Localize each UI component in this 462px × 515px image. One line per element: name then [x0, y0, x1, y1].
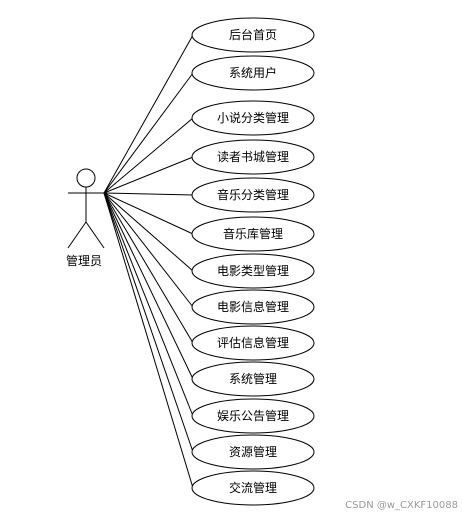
- use-case: 后台首页: [191, 17, 315, 53]
- use-case: 娱乐公告管理: [191, 398, 315, 434]
- use-case: 系统用户: [191, 55, 315, 91]
- association-lines: [103, 34, 194, 489]
- use-case: 评估信息管理: [191, 325, 315, 361]
- actor-stick-figure: 管理员: [66, 168, 105, 268]
- use-case-label: 娱乐公告管理: [217, 408, 289, 423]
- use-case-label: 读者书城管理: [217, 149, 289, 164]
- use-case-label: 音乐库管理: [223, 226, 283, 241]
- use-case-label: 后台首页: [229, 27, 277, 42]
- use-case-label: 系统用户: [229, 65, 277, 80]
- use-case-ellipse: [191, 55, 315, 91]
- association-line: [103, 192, 194, 344]
- association-line: [103, 34, 194, 194]
- use-case: 电影类型管理: [191, 253, 315, 289]
- use-case-ellipse: [191, 100, 315, 136]
- use-case: 音乐分类管理: [191, 177, 315, 213]
- use-case-label: 系统管理: [229, 371, 277, 386]
- actor-left-leg: [67, 221, 87, 249]
- use-case: 电影信息管理: [191, 289, 315, 325]
- association-line: [103, 117, 194, 194]
- use-case-label: 电影信息管理: [217, 299, 289, 314]
- use-case: 音乐库管理: [191, 216, 315, 252]
- association-line: [103, 192, 194, 272]
- use-case-label: 音乐分类管理: [217, 187, 289, 202]
- watermark: CSDN @w_CXKF10088: [345, 500, 458, 511]
- use-case: 系统管理: [191, 361, 315, 397]
- use-case: 交流管理: [191, 470, 315, 506]
- use-case: 小说分类管理: [191, 100, 315, 136]
- use-case-ellipse: [191, 216, 315, 252]
- actor-head: [76, 168, 96, 188]
- use-case-ellipse: [191, 253, 315, 289]
- use-case-ellipse: [191, 139, 315, 175]
- use-case: 资源管理: [191, 434, 315, 470]
- use-case-label: 评估信息管理: [217, 335, 289, 350]
- association-line: [103, 156, 194, 194]
- use-case-label: 交流管理: [229, 480, 277, 495]
- association-line: [103, 192, 194, 417]
- use-case-ellipse: [191, 177, 315, 213]
- association-line: [103, 192, 194, 235]
- use-case-label: 小说分类管理: [217, 110, 289, 125]
- use-case-label: 资源管理: [229, 444, 277, 459]
- association-line: [103, 192, 194, 453]
- use-case-ellipse: [191, 17, 315, 53]
- use-case-label: 电影类型管理: [217, 263, 289, 278]
- use-case-ellipse: [191, 361, 315, 397]
- use-case: 读者书城管理: [191, 139, 315, 175]
- actor-label: 管理员: [66, 253, 102, 268]
- association-line: [103, 192, 194, 489]
- use-case-ellipse: [191, 289, 315, 325]
- association-line: [103, 72, 194, 194]
- association-line: [103, 192, 194, 380]
- actor-right-leg: [85, 221, 105, 249]
- association-line: [103, 192, 194, 196]
- use-case-list: 后台首页系统用户小说分类管理读者书城管理音乐分类管理音乐库管理电影类型管理电影信…: [191, 17, 315, 506]
- use-case-ellipse: [191, 398, 315, 434]
- use-case-ellipse: [191, 470, 315, 506]
- use-case-ellipse: [191, 325, 315, 361]
- association-line: [103, 192, 194, 308]
- use-case-ellipse: [191, 434, 315, 470]
